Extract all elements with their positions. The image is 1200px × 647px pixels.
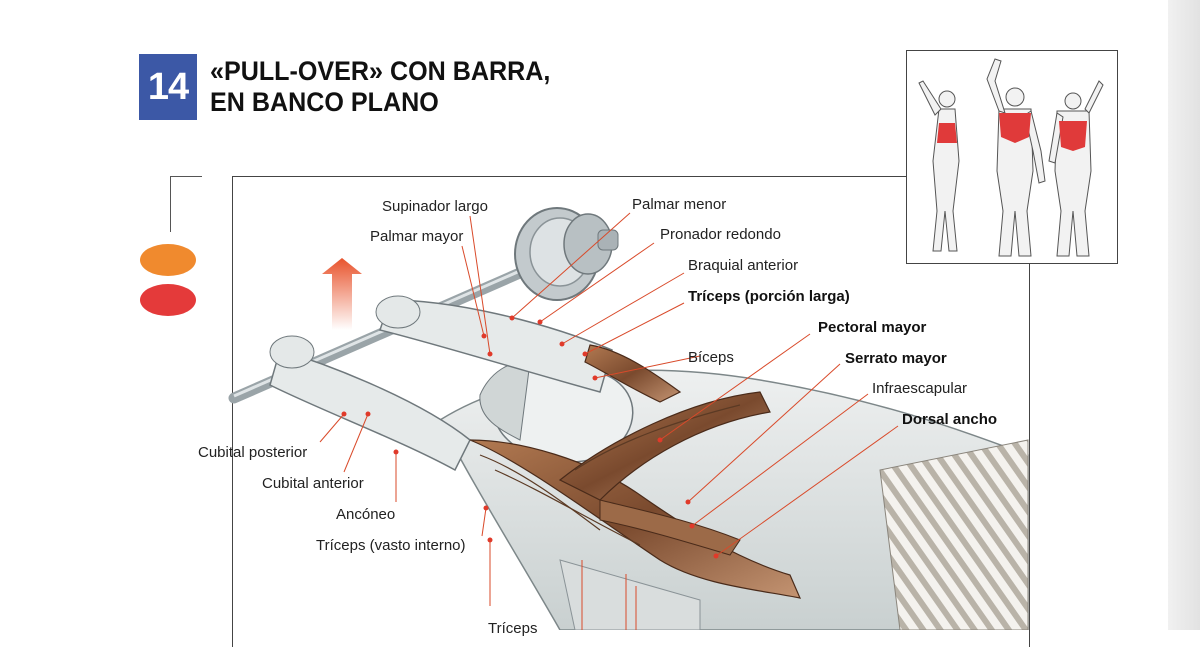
muscle-map-thumbnail [906,50,1118,264]
body-figure [269,295,1029,630]
label-triceps-bottom: Tríceps [488,620,538,637]
label-supinador-largo: Supinador largo [382,198,488,215]
label-pronador-redondo: Pronador redondo [660,226,781,243]
illustration-frame [232,176,1030,647]
corner-tick-horizontal [170,176,202,177]
leader-lines [319,212,899,630]
title-line-1: «PULL-OVER» CON BARRA, [210,56,551,86]
label-cubital-anterior: Cubital anterior [262,475,364,492]
label-braquial-anterior: Braquial anterior [688,257,799,274]
primary-muscle-color-dot [140,284,196,316]
exercise-title: «PULL-OVER» CON BARRA, EN BANCO PLANO [210,56,550,118]
label-biceps: Bíceps [688,349,734,366]
page-edge [1168,0,1200,630]
muscle-map-figures [918,58,1104,257]
label-infraescapular: Infraescapular [872,380,968,397]
corner-tick-vertical [170,176,171,232]
title-line-2: EN BANCO PLANO [210,87,439,117]
label-cubital-posterior: Cubital posterior [198,444,308,461]
label-palmar-menor: Palmar menor [632,196,727,213]
secondary-muscle-color-dot [140,244,196,276]
label-triceps-porcion-larga: Tríceps (porción larga) [688,288,850,305]
label-triceps-vasto-interno: Tríceps (vasto interno) [316,537,466,554]
label-pectoral-mayor: Pectoral mayor [818,319,927,336]
up-arrow-icon [322,258,362,330]
label-palmar-mayor: Palmar mayor [370,228,464,245]
leader-dots [341,315,719,559]
label-anconeo: Ancóneo [336,506,396,523]
pullover-illustration [228,207,1029,630]
label-dorsal-ancho: Dorsal ancho [902,411,998,428]
label-serrato-mayor: Serrato mayor [845,350,947,367]
exercise-number-badge: 14 [139,54,197,120]
